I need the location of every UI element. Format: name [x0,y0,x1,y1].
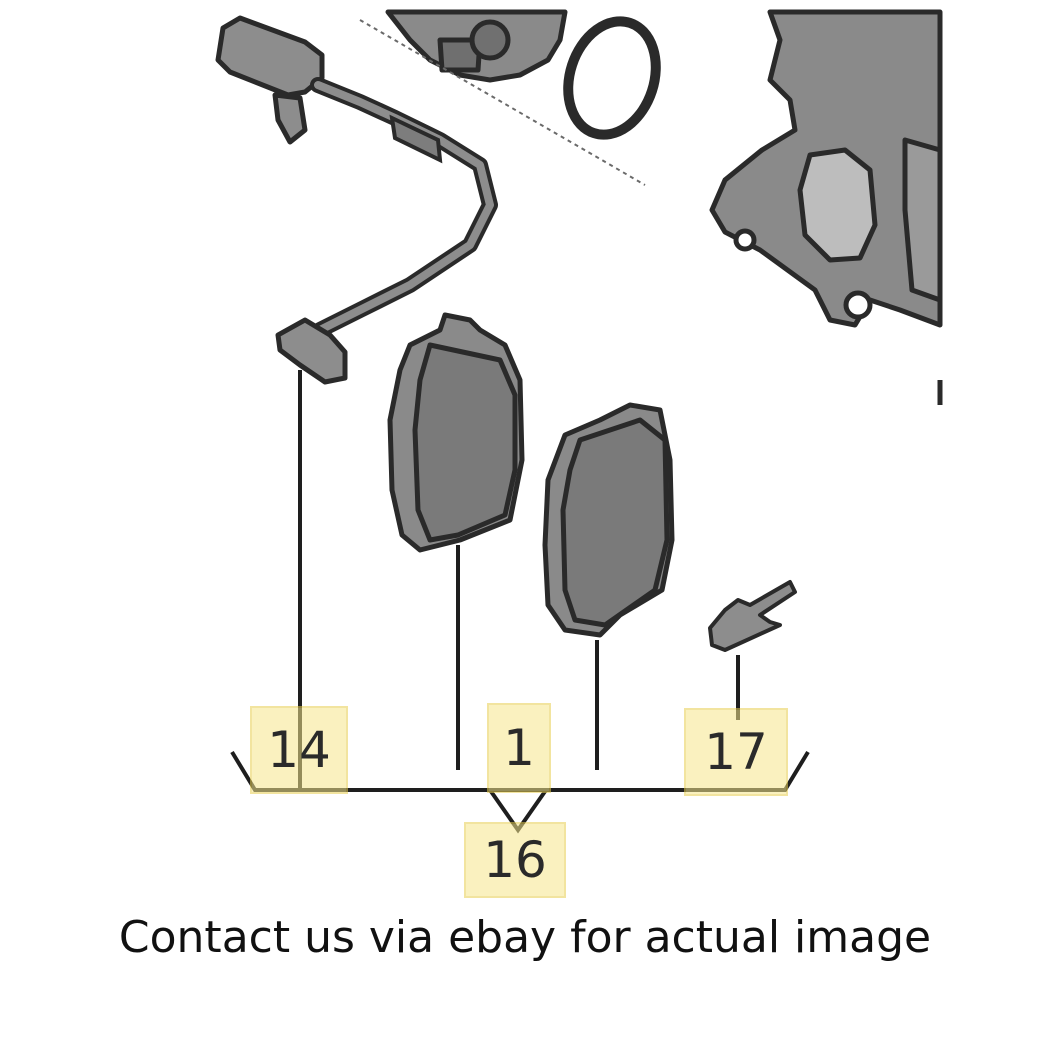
axis-line [359,19,646,186]
callout-1: 1 [487,703,551,793]
caption-text: Contact us via ebay for actual image [118,912,932,963]
brake-pad-left-part [387,312,525,553]
housing-top-part [385,9,568,83]
wear-sensor-part [215,15,498,385]
brake-pad-right-part [542,402,675,638]
spring-clip-part [708,580,797,652]
callout-14: 14 [250,706,348,794]
callout-16: 16 [464,822,566,898]
caliper-housing-part [709,9,943,328]
o-ring [563,16,661,140]
callout-17: 17 [684,708,788,796]
